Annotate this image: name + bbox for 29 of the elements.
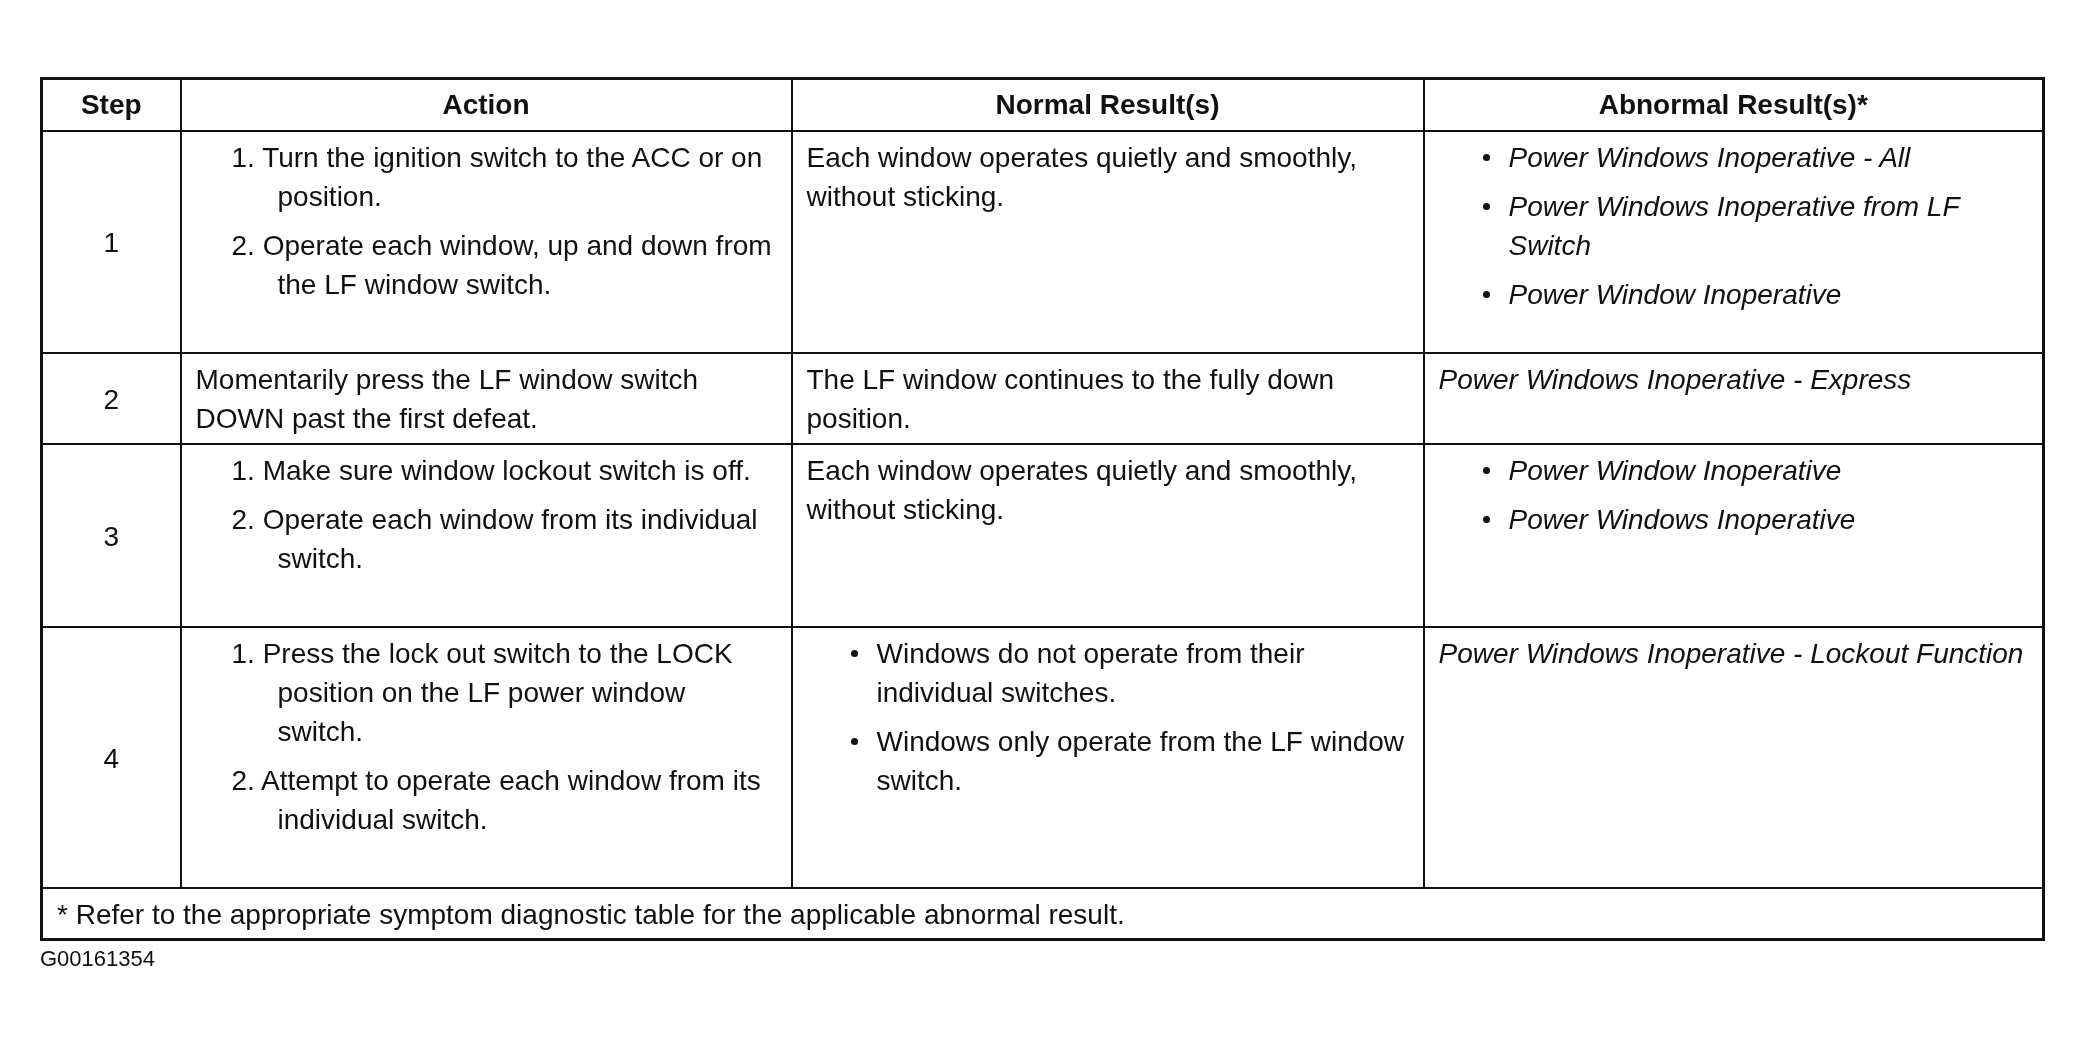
column-header: Normal Result(s) [995, 89, 1220, 121]
instruction-text: Momentarily press the LF window switch DOWN past the first defeat. [195, 362, 700, 436]
column-header: Action [442, 89, 530, 121]
column-header: Step [80, 89, 142, 121]
step-number: 2 [103, 383, 120, 415]
instruction-text: 1. Press the lock out switch to the LOCK position on the LF power window switch. [230, 636, 734, 749]
instruction-text: 1. Turn the ignition switch to the ACC or on position. [230, 140, 764, 214]
instruction-text: 2. Operate each window, up and down from the LF window switch. [230, 228, 773, 302]
result-text: Power Windows Inoperative - Express [1438, 362, 1913, 397]
result-text: The LF window continues to the fully down position. [806, 362, 1336, 436]
result-text: Power Windows Inoperative [1508, 502, 1856, 537]
result-text: Each window operates quietly and smoothly, without sticking. [806, 140, 1358, 214]
result-text: Power Windows Inoperative - Lockout Function [1438, 636, 2025, 671]
result-text: Power Window Inoperative [1508, 453, 1842, 488]
figure-code: G00161354 [40, 946, 155, 971]
result-text: Power Windows Inoperative - All [1508, 140, 1911, 175]
footnote: * Refer to the appropriate symptom diagnostic table for the applicable abnormal result. [57, 898, 1125, 930]
step-number: 3 [103, 520, 120, 552]
instruction-text: 2. Operate each window from its individual switch. [230, 502, 759, 576]
column-header: Abnormal Result(s)* [1598, 89, 1868, 121]
result-text: Windows only operate from the LF window switch. [876, 724, 1406, 798]
step-number: 4 [103, 742, 120, 774]
instruction-text: 1. Make sure window lockout switch is off. [230, 453, 752, 488]
instruction-text: 2. Attempt to operate each window from its individual switch. [230, 763, 762, 837]
result-text: Power Windows Inoperative from LF Switch [1508, 189, 1962, 263]
result-text: Windows do not operate from their individual switches. [876, 636, 1306, 710]
result-text: Power Window Inoperative [1508, 277, 1842, 312]
step-number: 1 [103, 227, 120, 258]
result-text: Each window operates quietly and smoothly, without sticking. [806, 453, 1358, 527]
